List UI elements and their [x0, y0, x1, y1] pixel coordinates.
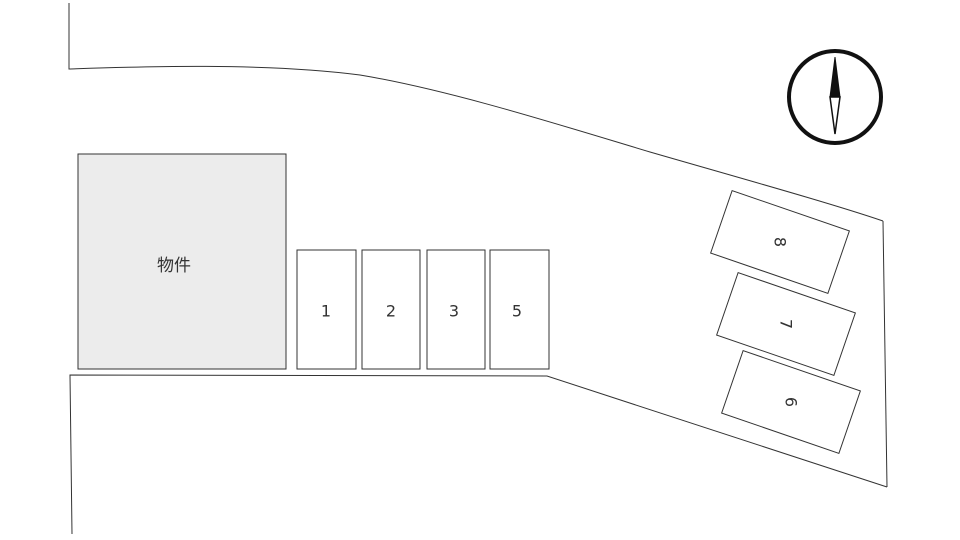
- parking-spot-label: 5: [512, 302, 522, 321]
- right-lot-boundary: [882, 220, 888, 488]
- parking-spot-5: 5: [489, 249, 550, 370]
- upper-road-boundary: [68, 3, 884, 222]
- north-arrow-compass-icon: [787, 49, 883, 145]
- parking-spot-label: 6: [782, 397, 801, 407]
- parking-spot-label: 1: [321, 302, 331, 321]
- parking-spot-8: 8: [709, 189, 851, 295]
- property-label: 物件: [157, 256, 191, 276]
- lower-road-boundary: [69, 374, 888, 535]
- parking-spot-7: 7: [715, 271, 857, 377]
- parking-spot-label: 8: [771, 237, 790, 247]
- parking-spot-label: 2: [386, 302, 396, 321]
- parking-spot-3: 3: [426, 249, 486, 370]
- property-building: 物件: [77, 153, 287, 370]
- parking-spot-label: 3: [449, 302, 459, 321]
- parking-spot-1: 1: [296, 249, 357, 370]
- parking-spot-label: 7: [777, 319, 796, 329]
- parking-spot-6: 6: [720, 349, 862, 455]
- parking-spot-2: 2: [361, 249, 421, 370]
